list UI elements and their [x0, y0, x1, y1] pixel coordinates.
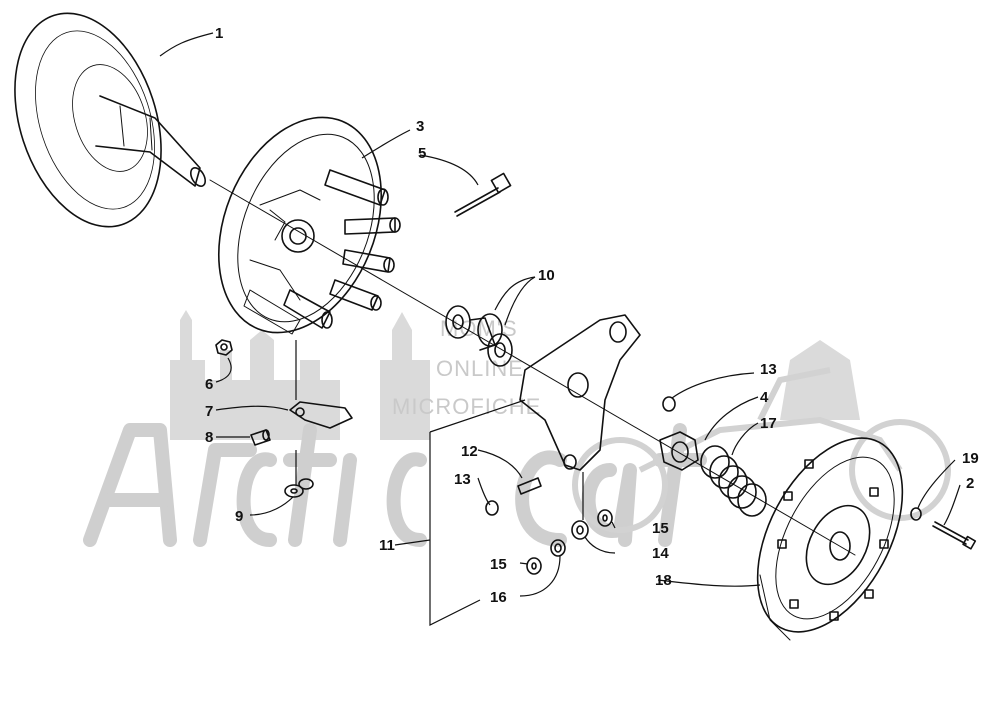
part-2-bolt: [932, 521, 977, 550]
part-14-bushing: [571, 520, 589, 540]
callout-1: 1: [215, 25, 224, 42]
callout-7: 7: [205, 403, 214, 420]
part-3-spider: [217, 116, 401, 335]
part-17-spring: [700, 445, 767, 517]
callout-17: 17: [760, 415, 777, 432]
part-8-pin: [250, 429, 271, 446]
part-5-bolt: [454, 172, 512, 217]
part-18-cover: [756, 437, 904, 641]
callout-14: 14: [652, 545, 669, 562]
callout-4: 4: [760, 389, 769, 406]
callout-8: 8: [205, 429, 214, 446]
part-13-ball-left: [485, 500, 499, 516]
callout-9: 9: [235, 508, 244, 525]
part-1-sheave: [14, 12, 207, 228]
callout-19: 19: [962, 450, 979, 467]
callout-10: 10: [538, 267, 555, 284]
part-19-washer: [910, 507, 922, 521]
callout-15-left: 15: [490, 556, 507, 573]
part-9-washer: [284, 478, 314, 498]
callout-16: 16: [490, 589, 507, 606]
callout-13-upper: 13: [760, 361, 777, 378]
part-16-bushing: [550, 539, 566, 557]
callout-5: 5: [418, 145, 427, 162]
callout-11: 11: [379, 537, 395, 554]
callout-12: 12: [461, 443, 478, 460]
part-7-weight: [289, 401, 353, 429]
callout-15-right: 15: [652, 520, 669, 537]
part-13-ball-upper: [662, 396, 676, 412]
part-15-washer-lower: [526, 557, 542, 575]
callout-13-left: 13: [454, 471, 471, 488]
part-11-arm: [519, 314, 641, 471]
part-10-rollers: [445, 305, 513, 367]
callout-3: 3: [416, 118, 425, 135]
part-6-nut: [215, 339, 233, 356]
leader-lines: [159, 32, 961, 626]
watermark-line-3: MICROFICHE: [392, 394, 542, 419]
part-15-washer-upper: [597, 509, 613, 527]
callout-6: 6: [205, 376, 214, 393]
part-4-hex-nut: [659, 431, 699, 471]
part-12-pin: [517, 477, 542, 495]
callout-18: 18: [655, 572, 672, 589]
callout-2: 2: [966, 475, 975, 492]
